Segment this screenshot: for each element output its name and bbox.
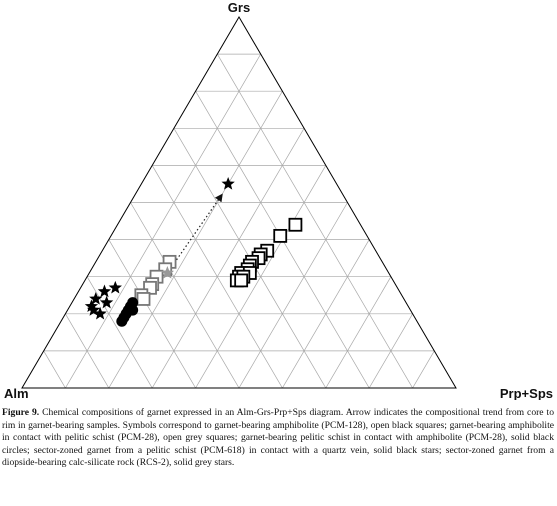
data-point-solid-grey-star [160, 265, 175, 279]
data-point-open-black-square [273, 228, 288, 243]
grid-line [151, 128, 305, 389]
grid-line [325, 276, 392, 389]
data-point-solid-black-star [99, 295, 114, 309]
data-point-solid-black-circle [116, 315, 128, 327]
data-point-open-black-square [288, 217, 303, 232]
data-point-solid-black-circle [127, 304, 139, 316]
grid-line [65, 53, 262, 389]
data-point-solid-black-star [86, 303, 101, 316]
vertex-label-prp-sps: Prp+Sps [500, 386, 553, 400]
data-point-solid-black-star [97, 284, 112, 298]
data-points [84, 176, 303, 327]
data-point-solid-black-star [89, 291, 103, 305]
grid-line [282, 239, 370, 389]
data-point-solid-black-star [84, 299, 99, 313]
ternary-plot: Grs Alm Prp+Sps [4, 0, 553, 400]
grid-line [216, 53, 413, 389]
data-point-solid-black-star [93, 306, 107, 320]
caption-lead: Figure 9. [2, 407, 40, 418]
grid-line [65, 313, 110, 389]
data-point-solid-black-star [108, 280, 122, 294]
caption-text: Chemical compositions of garnet expresse… [2, 407, 554, 469]
data-point-open-black-square [234, 273, 249, 288]
grid-line [43, 350, 66, 389]
data-point-solid-black-star [221, 176, 235, 190]
grid-line [368, 313, 413, 389]
grid-line [238, 202, 348, 389]
grid-line [86, 276, 153, 389]
data-point-open-grey-square [136, 292, 151, 306]
figure-caption: Figure 9. Chemical compositions of garne… [2, 407, 554, 470]
vertex-label-grs: Grs [228, 0, 250, 15]
vertex-label-alm: Alm [4, 386, 29, 400]
ternary-grid [43, 53, 435, 389]
grid-line [108, 239, 196, 389]
ternary-frame [21, 16, 457, 389]
grid-line [412, 350, 435, 389]
ternary-diagram: Grs Alm Prp+Sps [4, 0, 553, 400]
grid-line [130, 202, 240, 389]
